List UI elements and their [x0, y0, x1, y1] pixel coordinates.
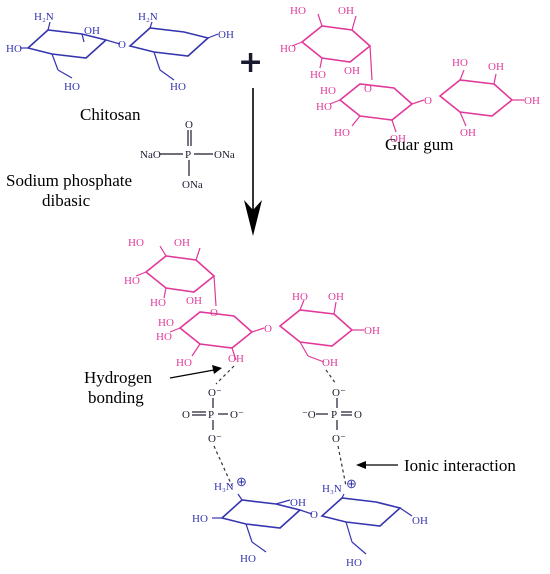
chitosan-oh-2: OH	[218, 29, 234, 41]
product-chitosan: H₃N ⊕ OH HO HO O H₃N ⊕ OH HO	[192, 474, 428, 569]
prod-guar-ho-4: HO	[158, 317, 174, 329]
guar-link-o-1: O	[364, 83, 372, 95]
guar-ho-mid-3: HO	[334, 127, 350, 139]
product-guar-gum: HO OH HO HO OH O HO HO HO OH O HO OH OH …	[124, 237, 380, 369]
guar-ho-top-3: HO	[310, 69, 326, 81]
chitosan-molecule: H₂N OH HO HO O H₂N OH HO	[6, 11, 234, 93]
prod-guar-oh-6: OH	[322, 357, 338, 369]
guar-ho-mid-1: HO	[320, 85, 336, 97]
prod-chitosan-ho-2: HO	[240, 553, 256, 565]
reaction-arrow	[244, 88, 262, 236]
guar-gum-label: Guar gum	[385, 135, 453, 154]
guar-oh-right-1: OH	[488, 61, 504, 73]
pr-o-top: O⁻	[332, 387, 346, 399]
guar-oh-mid-1: OH	[390, 133, 406, 145]
prod-guar-ho-5: HO	[156, 331, 172, 343]
guar-oh-right-2: OH	[524, 95, 540, 107]
phosphate-p: P	[185, 149, 191, 161]
phosphate-ion-right: O⁻ ⁻O P O O⁻	[302, 369, 362, 487]
prod-chitosan-ho-3: HO	[346, 557, 362, 569]
phosphate-ona-right: ONa	[214, 149, 235, 161]
pr-o-bottom: O⁻	[332, 433, 346, 445]
prod-guar-ho-3: HO	[150, 297, 166, 309]
guar-gum-molecule: HO OH HO HO OH O HO HO HO OH O HO OH OH …	[280, 5, 540, 145]
pl-o-right: O⁻	[230, 409, 244, 421]
guar-ho-mid-2: HO	[316, 101, 332, 113]
phosphate-ion-left: O⁻ O P O⁻ O⁻	[182, 365, 244, 487]
prod-chitosan-oh-1: OH	[290, 497, 306, 509]
prod-guar-link-o: O	[210, 307, 218, 319]
pr-p: P	[331, 409, 337, 421]
prod-guar-oh-2: OH	[186, 295, 202, 307]
sodium-phosphate-molecule: O NaO P ONa ONa	[140, 119, 235, 191]
guar-bridge-o: O	[424, 95, 432, 107]
pl-o-left: O	[182, 409, 190, 421]
prod-guar-ho-7: HO	[292, 291, 308, 303]
guar-oh-right-3: OH	[460, 127, 476, 139]
pl-o-top: O⁻	[208, 387, 222, 399]
ionic-interaction-arrow	[356, 461, 398, 469]
chitosan-ho-3: HO	[170, 81, 186, 93]
sodium-phosphate-label-line1: Sodium phosphate	[6, 171, 132, 190]
prod-chitosan-ho-1: HO	[192, 513, 208, 525]
phosphate-nao: NaO	[140, 149, 161, 161]
prod-chitosan-charge-1: ⊕	[236, 474, 247, 489]
guar-oh-top-1: OH	[338, 5, 354, 17]
prod-guar-oh-1: OH	[174, 237, 190, 249]
hydrogen-bonding-arrow	[169, 365, 222, 379]
prod-guar-oh-3: OH	[228, 353, 244, 365]
prod-guar-oh-4: OH	[328, 291, 344, 303]
sodium-phosphate-label-line2: dibasic	[42, 191, 91, 210]
ionic-interaction-label: Ionic interaction	[404, 456, 516, 475]
prod-guar-ho-2: HO	[124, 275, 140, 287]
pl-p: P	[208, 409, 214, 421]
plus-symbol: +	[238, 45, 263, 80]
prod-guar-ho-1: HO	[128, 237, 144, 249]
prod-guar-ho-6: HO	[176, 357, 192, 369]
prod-guar-oh-5: OH	[364, 325, 380, 337]
pr-o-right: O	[354, 409, 362, 421]
hydrogen-bonding-label-line2: bonding	[88, 388, 144, 407]
guar-oh-top-2: OH	[344, 65, 360, 77]
guar-ho-top-1: HO	[290, 5, 306, 17]
guar-ho-right-1: HO	[452, 57, 468, 69]
pl-o-bottom: O⁻	[208, 433, 222, 445]
phosphate-ona-bottom: ONa	[182, 179, 203, 191]
chitosan-amine-2: H₂N	[138, 11, 158, 23]
prod-chitosan-bridge-o: O	[310, 509, 318, 521]
prod-chitosan-oh-2: OH	[412, 515, 428, 527]
prod-chitosan-ammonium-2a: H₃N	[322, 483, 342, 495]
phosphate-double-o: O	[185, 119, 193, 131]
chitosan-ho-2: HO	[64, 81, 80, 93]
prod-chitosan-ammonium-1: H₃N	[214, 481, 234, 493]
chitosan-label: Chitosan	[80, 105, 141, 124]
chitosan-bridge-o: O	[118, 39, 126, 51]
chitosan-amine-1: H₂N	[34, 11, 54, 23]
pr-o-left: ⁻O	[302, 409, 316, 421]
guar-ho-top-2: HO	[280, 43, 296, 55]
chitosan-oh-1: OH	[84, 25, 100, 37]
prod-guar-bridge-o: O	[264, 323, 272, 335]
prod-chitosan-charge-2: ⊕	[346, 476, 357, 491]
chitosan-ho-1: HO	[6, 43, 22, 55]
hydrogen-bonding-label-line1: Hydrogen	[84, 368, 152, 387]
